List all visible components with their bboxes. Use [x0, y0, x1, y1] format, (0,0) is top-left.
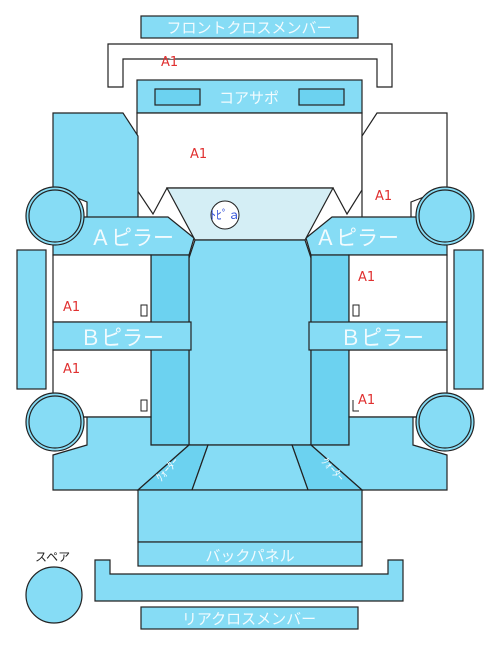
rear-right-door-handle — [352, 400, 359, 412]
rear-left-door-handle — [140, 399, 148, 412]
back-panel-label: バックパネル — [205, 547, 294, 565]
front-member-gap — [165, 45, 179, 59]
rear-cross-member-panel[interactable] — [140, 606, 359, 630]
spare-tire[interactable] — [25, 566, 83, 624]
right-b-pillar-label: Ｂピラー — [340, 326, 424, 350]
damage-code-front-left-door: A1 — [63, 300, 80, 315]
front-left-door-handle — [140, 304, 148, 317]
front-cross-member-label: フロントクロスメンバー — [166, 19, 331, 37]
front-member-outline[interactable] — [107, 43, 393, 88]
front-windshield[interactable] — [165, 187, 335, 241]
left-b-pillar-label: Ｂピラー — [80, 326, 164, 350]
rear-window[interactable] — [191, 444, 309, 491]
left-b-pillar-panel[interactable] — [52, 321, 192, 351]
core-support-right-slot — [298, 88, 345, 106]
damage-code-rear-right-door: A1 — [358, 393, 375, 408]
front-right-door-panel[interactable] — [348, 254, 448, 323]
damage-code-front-right-fender: A1 — [375, 189, 392, 204]
front-left-wheel[interactable] — [28, 189, 82, 243]
spare-label: スペア — [35, 550, 70, 564]
left-rear-quarter-panel[interactable] — [52, 416, 191, 491]
right-rocker-outer[interactable] — [453, 249, 484, 390]
front-right-door-handle — [352, 304, 360, 317]
pillar-tag-label: ﾄﾋﾟａ — [210, 208, 240, 222]
back-panel[interactable] — [137, 541, 363, 567]
rear-cross-member-label: リアクロスメンバー — [182, 610, 316, 628]
right-b-pillar-panel[interactable] — [308, 321, 448, 351]
damage-code-rear-left-door: A1 — [63, 362, 80, 377]
right-a-pillar-label: Ａピラー — [315, 226, 399, 250]
pillar-tag-circle — [210, 200, 240, 230]
rear-right-wheel[interactable] — [418, 395, 472, 449]
front-cross-member-panel[interactable] — [140, 15, 359, 39]
left-rocker-outer[interactable] — [16, 249, 47, 390]
damage-code-front-member: A1 — [161, 55, 178, 70]
trunk-lid-panel[interactable] — [137, 489, 363, 543]
rear-left-wheel[interactable] — [28, 395, 82, 449]
core-support-label: コアサポ — [219, 89, 279, 107]
front-left-door-panel[interactable] — [52, 254, 152, 323]
front-right-wheel[interactable] — [418, 189, 472, 243]
rear-bumper-panel[interactable] — [94, 559, 404, 602]
roof-panel[interactable] — [188, 239, 312, 446]
core-support-left-slot — [154, 88, 201, 106]
left-a-pillar-label: Ａピラー — [90, 226, 174, 250]
damage-code-front-right-door: A1 — [358, 270, 375, 285]
damage-code-hood: A1 — [190, 147, 207, 162]
